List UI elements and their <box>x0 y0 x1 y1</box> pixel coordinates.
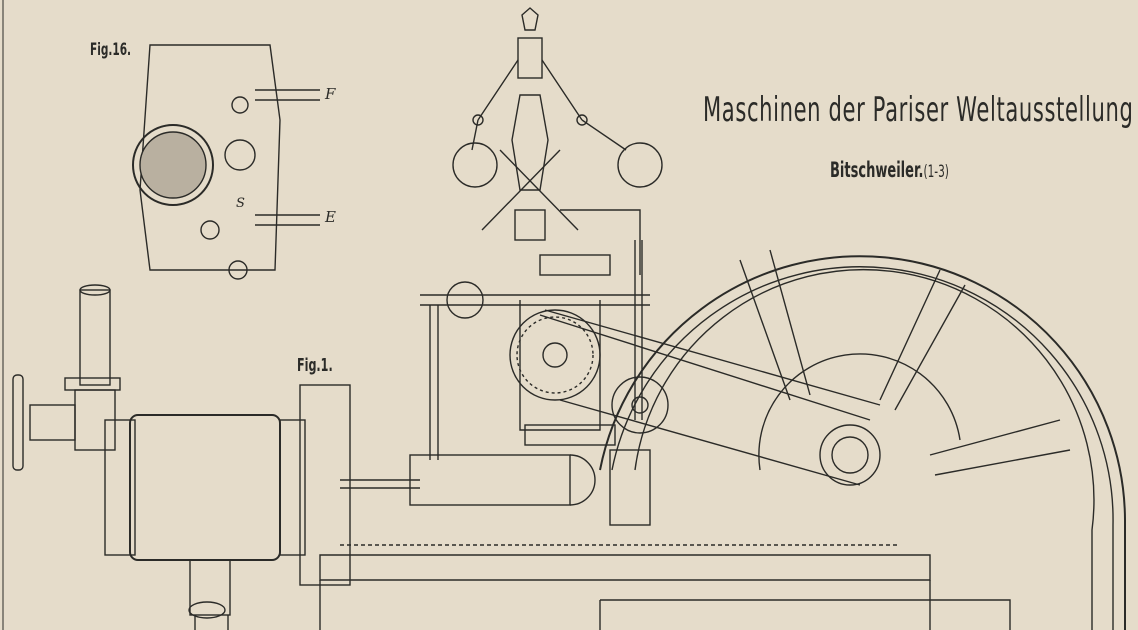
linkage <box>420 240 650 460</box>
letter-s: S <box>236 196 245 211</box>
subtitle-text: Bitschweiler. <box>830 158 924 182</box>
letter-f: F <box>325 85 336 103</box>
fig16-bearing <box>132 44 320 280</box>
cylinder <box>104 384 351 630</box>
plate-title: Maschinen der Pariser Weltausstellung <box>703 90 1134 130</box>
fig1-label: Fig.1. <box>297 355 333 376</box>
belt-pulleys <box>509 309 881 486</box>
base-frame <box>319 544 1011 630</box>
plate-subtitle: Bitschweiler.(1-3) <box>830 158 949 182</box>
steam-pipe <box>12 284 121 471</box>
flywheel <box>599 249 1126 630</box>
letter-e: E <box>325 208 336 226</box>
crosshead <box>340 449 651 526</box>
fig16-label: Fig.16. <box>90 40 132 60</box>
governor <box>452 7 663 276</box>
subtitle-range: (1-3) <box>923 162 949 182</box>
